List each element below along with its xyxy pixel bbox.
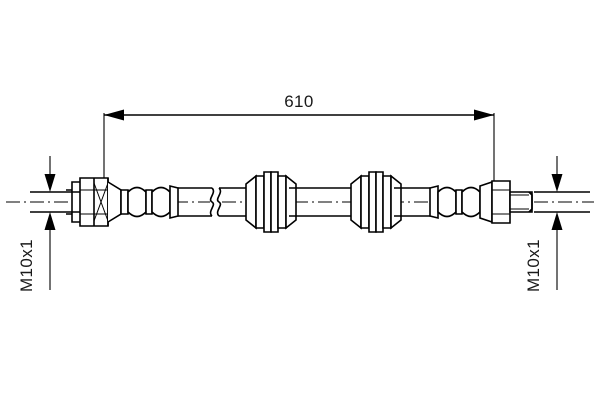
left-callout-arrow-up-icon	[44, 212, 56, 230]
right-callout-arrow-down-icon	[551, 174, 563, 192]
grommet2-center-rib-b	[375, 171, 384, 233]
left-nut-section-cross-icon	[93, 182, 109, 222]
grommet2-left-flange	[350, 174, 362, 230]
dimension-arrow-right-icon	[474, 109, 494, 121]
right-ferrule-gap	[455, 189, 463, 215]
left-ferrule-collar	[120, 189, 129, 215]
right-ferrule-rib-2	[461, 186, 481, 218]
grommet2-center-rib-a	[368, 171, 377, 233]
thread-shank	[509, 191, 533, 213]
callout-right-thread: M10x1	[524, 156, 590, 292]
dimension-value-610: 610	[284, 92, 314, 111]
right-callout-arrow-up-icon	[551, 212, 563, 230]
right-thread-label: M10x1	[524, 239, 543, 292]
dimension-arrow-left-icon	[104, 109, 124, 121]
grommet1-left-flange	[245, 174, 257, 230]
grommet2-right-flange	[390, 174, 402, 230]
right-crimp-ferrule	[429, 180, 493, 224]
grommet1-hose-shoulder	[289, 187, 296, 217]
left-nut-taper	[107, 181, 122, 223]
left-callout-arrow-down-icon	[44, 174, 56, 192]
left-nut-stub	[66, 189, 72, 215]
grommet1-center-rib-b	[270, 171, 279, 233]
hose-break-symbol-right	[216, 187, 222, 217]
grommet1-left-web	[255, 175, 265, 229]
right-ferrule-rib-1	[437, 186, 457, 218]
thread-end-chamfer	[528, 191, 533, 213]
bracket-grommet-1	[245, 171, 297, 233]
grommet2-hose-shoulder	[394, 187, 401, 217]
grommet1-center-rib-a	[263, 171, 272, 233]
grommet1-right-flange	[285, 174, 297, 230]
dimension-overall-length: 610	[103, 92, 495, 205]
grommet1-right-web	[277, 175, 287, 229]
right-ferrule-taper-out	[479, 180, 493, 224]
left-banjo-nut	[66, 177, 122, 227]
left-crimp-ferrule	[120, 184, 179, 220]
left-ferrule-taper-out	[169, 184, 179, 220]
right-male-thread	[509, 191, 533, 213]
callout-left-thread: M10x1	[17, 156, 80, 292]
left-ferrule-gap	[145, 189, 153, 215]
grommet2-left-web	[360, 175, 370, 229]
grommet2-right-web	[382, 175, 392, 229]
left-thread-label: M10x1	[17, 239, 36, 292]
right-nut-hex-body	[491, 180, 511, 224]
left-ferrule-rib-2	[151, 186, 171, 218]
right-hex-nut	[491, 180, 511, 224]
bracket-grommet-2	[350, 171, 402, 233]
right-ferrule-taper-in	[429, 184, 439, 220]
left-ferrule-rib-1	[127, 186, 147, 218]
hose-break-symbol-left	[209, 187, 215, 217]
